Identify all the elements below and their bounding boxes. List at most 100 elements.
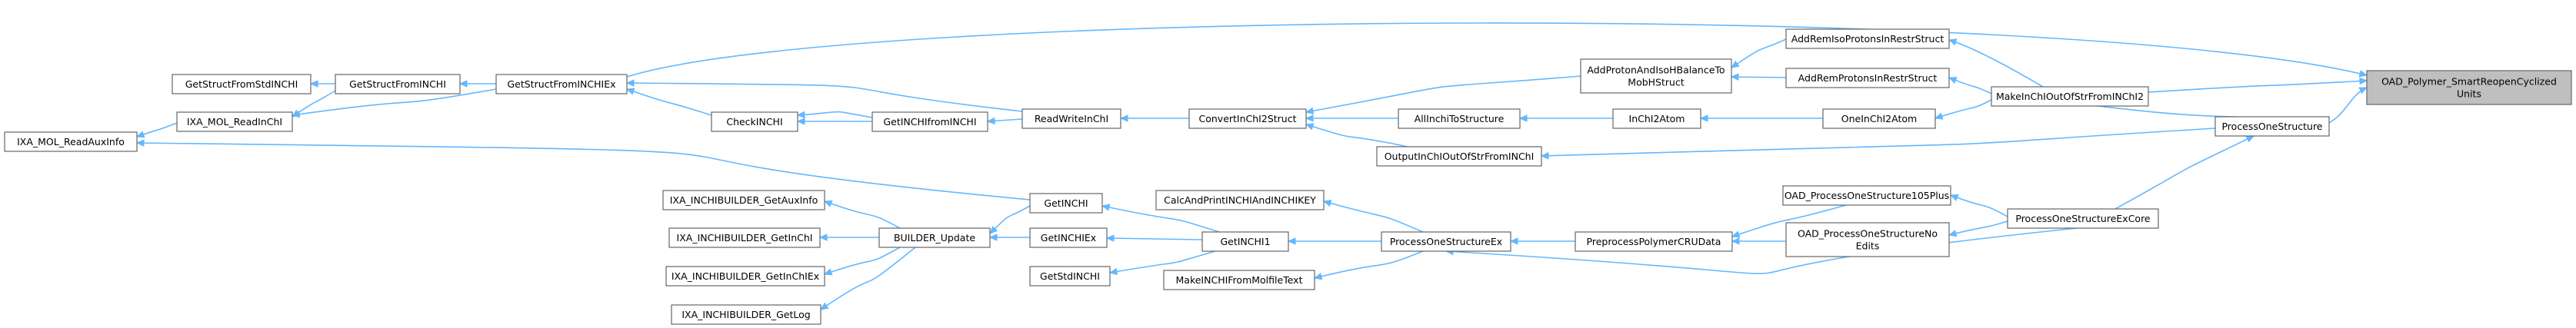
node-label: GetStdINCHI (1040, 270, 1100, 282)
edge-line (1314, 250, 1424, 279)
node-get-struct-from-inchiex[interactable]: GetStructFromINCHIEx (495, 74, 628, 94)
edge-arrowhead (1949, 194, 1959, 201)
call-edge (1305, 114, 1398, 122)
node-ixa-get-log[interactable]: IXA_INCHIBUILDER_GetLog (671, 304, 821, 325)
call-edge (1322, 199, 1424, 233)
node-box (662, 190, 825, 210)
edge-arrowhead (1305, 123, 1315, 131)
call-edge (1305, 123, 1408, 147)
node-add-rem-iso-protons[interactable]: AddRemIsoProtonsInRestrStruct (1785, 28, 1950, 49)
node-oad105-plus[interactable]: OAD_ProcessOneStructure105Plus (1782, 185, 1951, 206)
edge-arrowhead (1101, 204, 1111, 211)
node-process-one-structure-ex-core[interactable]: ProcessOneStructureExCore (2007, 208, 2159, 229)
node-label: ProcessOneStructure (2221, 121, 2322, 132)
edge-arrowhead (1699, 114, 1708, 122)
node-box (668, 227, 821, 248)
node-get-inchi1[interactable]: GetINCHI1 (1201, 231, 1289, 252)
node-box (1381, 231, 1511, 252)
node-label: GetINCHI (1044, 197, 1088, 209)
node-label: GetStructFromINCHI (349, 78, 446, 90)
edge-line (626, 82, 1023, 112)
call-edge (1948, 220, 2008, 237)
node-label: GetStructFromINCHIEx (507, 78, 615, 90)
node-ixa-mol-read-in-ch-i[interactable]: IXA_MOL_ReadInChI (176, 111, 293, 132)
node-process-one-structure[interactable]: ProcessOneStructure (2214, 116, 2330, 137)
node-in-ch-i2-atom[interactable]: InChI2Atom (1612, 108, 1701, 129)
edge-arrowhead (135, 139, 145, 147)
node-label: CheckINCHI (726, 116, 782, 128)
node-box (1785, 68, 1950, 88)
edge-line (1731, 76, 1787, 78)
edge-arrowhead (1731, 230, 1741, 238)
node-get-struct-from-inchi[interactable]: GetStructFromINCHI (335, 74, 461, 94)
node-box (1398, 108, 1521, 129)
node-ixa-get-in-ch-i[interactable]: IXA_INCHIBUILDER_GetInChI (668, 227, 821, 248)
node-label: ProcessOneStructureExCore (2015, 213, 2151, 224)
node-check-inchi[interactable]: CheckINCHI (711, 111, 798, 132)
edge-arrowhead (625, 79, 635, 87)
call-edge (1313, 250, 1424, 280)
call-edge (2328, 87, 2368, 124)
node-builder-update[interactable]: BUILDER_Update (878, 227, 991, 248)
node-all-inchi-to-structure[interactable]: AllInchiToStructure (1398, 108, 1521, 129)
node-ixa-get-aux-info[interactable]: IXA_INCHIBUILDER_GetAuxInfo (662, 190, 825, 210)
edge-arrowhead (458, 80, 468, 88)
node-make-inchifrom-molfile[interactable]: MakeINCHIFromMolfileText (1163, 270, 1315, 290)
edge-line (2114, 135, 2254, 210)
node-ixa-get-in-ch-iex[interactable]: IXA_INCHIBUILDER_GetInChIEx (665, 266, 825, 287)
call-edge (1105, 234, 1203, 242)
edge-arrowhead (796, 118, 805, 125)
edge-arrowhead (989, 225, 998, 234)
edge-arrowhead (1948, 38, 1958, 46)
node-add-rem-protons[interactable]: AddRemProtonsInRestrStruct (1785, 68, 1950, 88)
node-box (2007, 208, 2159, 229)
node-get-inchiex[interactable]: GetINCHIEx (1029, 227, 1108, 248)
node-box (1201, 231, 1289, 252)
node-get-inchifrom-inchi[interactable]: GetINCHIfromINCHI (871, 111, 988, 132)
edge-arrowhead (1105, 234, 1115, 242)
call-edge (1699, 114, 1823, 122)
node-box (1155, 190, 1325, 210)
node-ixa-mol-read-aux-info[interactable]: IXA_MOL_ReadAuxInfo (4, 131, 138, 152)
node-label: OneInChI2Atom (1841, 113, 1917, 124)
node-label: Edits (1856, 240, 1880, 252)
call-edge (626, 22, 2368, 78)
edge-arrowhead (819, 302, 829, 310)
node-one-in-ch-i2-atom[interactable]: OneInChI2Atom (1822, 108, 1936, 129)
node-convert-in-ch-i2-struct[interactable]: ConvertInChI2Struct (1188, 108, 1307, 129)
call-edge (1305, 75, 1581, 114)
edge-arrowhead (1540, 151, 1549, 160)
call-edge (1731, 237, 1786, 245)
node-label: PreprocessPolymerCRUData (1587, 236, 1721, 247)
edge-arrowhead (1509, 237, 1518, 245)
edge-line (2148, 80, 2368, 93)
edge-line (1305, 124, 1408, 147)
node-box (1580, 58, 1732, 94)
node-preprocess-polymer[interactable]: PreprocessPolymerCRUData (1575, 231, 1733, 252)
call-edge (823, 200, 901, 229)
node-read-write-in-ch-i[interactable]: ReadWriteInChI (1021, 108, 1121, 129)
edge-arrowhead (1305, 114, 1314, 122)
node-process-one-structure-ex[interactable]: ProcessOneStructureEx (1381, 231, 1511, 252)
node-box (1029, 266, 1111, 287)
call-edge (1934, 99, 1992, 120)
node-label: IXA_INCHIBUILDER_GetInChI (677, 232, 813, 244)
node-label: OAD_ProcessOneStructure105Plus (1785, 190, 1949, 201)
node-box (711, 111, 798, 132)
call-edge (988, 234, 1030, 241)
edge-line (989, 205, 1031, 234)
node-make-in-ch-iout-of-str-from-inch-i2[interactable]: MakeInChIOutOfStrFromINChI2 (1991, 86, 2149, 107)
node-box (671, 304, 821, 325)
node-calc-and-print[interactable]: CalcAndPrintINCHIAndINCHIKEY (1155, 190, 1325, 210)
node-get-struct-from-std-inchi[interactable]: GetStructFromStdINCHI (172, 74, 312, 94)
call-graph-edges (135, 22, 2368, 310)
node-label: IXA_MOL_ReadInChI (187, 116, 282, 128)
node-label: IXA_INCHIBUILDER_GetAuxInfo (670, 194, 818, 206)
node-box (1163, 270, 1315, 290)
node-get-inchi[interactable]: GetINCHI (1029, 193, 1103, 214)
node-output-in-ch-iout-of-str[interactable]: OutputInChIOutOfStrFromINChI (1376, 146, 1542, 167)
node-get-std-inchi[interactable]: GetStdINCHI (1029, 266, 1111, 287)
